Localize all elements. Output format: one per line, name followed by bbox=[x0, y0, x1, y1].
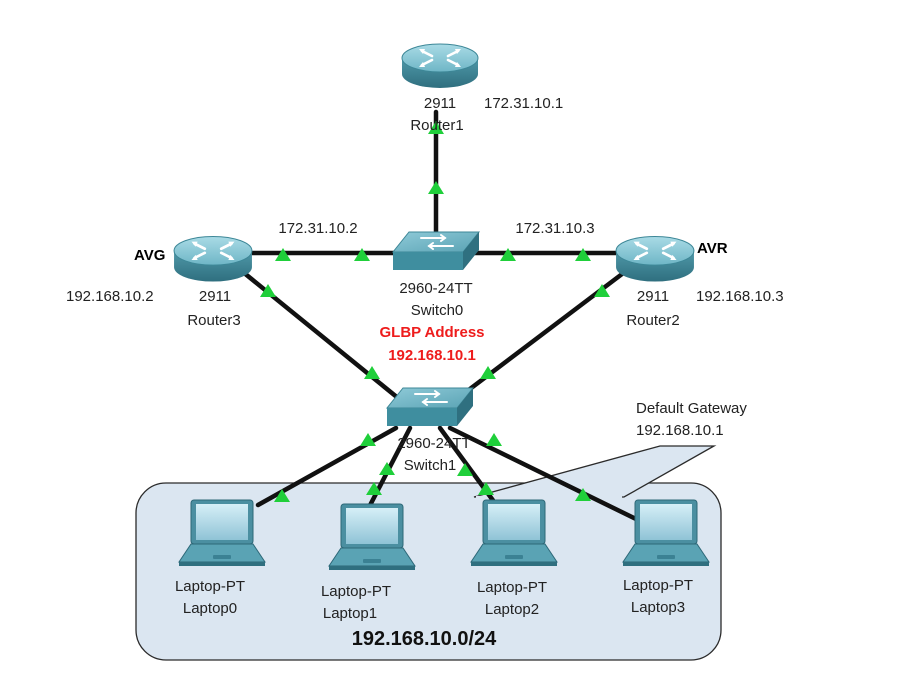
laptop1-icon[interactable] bbox=[328, 503, 416, 571]
glbp-title: GLBP Address bbox=[379, 324, 484, 341]
callout-line2: 192.168.10.1 bbox=[636, 422, 724, 439]
port-up-icon bbox=[360, 433, 376, 446]
router1-model-label: 2911 bbox=[424, 95, 456, 112]
router3-name-label: Router3 bbox=[187, 312, 240, 329]
router1-ip-label: 172.31.10.1 bbox=[484, 95, 563, 112]
link-switch1-laptop3 bbox=[447, 425, 641, 523]
router2-icon[interactable] bbox=[614, 235, 696, 283]
port-up-icon bbox=[486, 433, 502, 446]
port-up-icon bbox=[594, 284, 610, 297]
laptop2-model-label: Laptop-PT bbox=[477, 579, 547, 596]
port-up-icon bbox=[364, 366, 380, 379]
laptop1-model-label: Laptop-PT bbox=[321, 583, 391, 600]
router3-role-label: AVG bbox=[134, 247, 165, 264]
laptop3-icon[interactable] bbox=[622, 499, 710, 567]
port-up-icon bbox=[428, 121, 444, 134]
port-up-icon bbox=[457, 463, 473, 476]
laptop2-name-label: Laptop2 bbox=[485, 601, 539, 618]
switch0-name-label: Switch0 bbox=[411, 302, 464, 319]
port-up-icon bbox=[274, 489, 290, 502]
router2-link-ip-label: 172.31.10.3 bbox=[515, 220, 594, 237]
glbp-address: 192.168.10.1 bbox=[388, 347, 476, 364]
router3-model-label: 2911 bbox=[199, 288, 231, 305]
router3-icon[interactable] bbox=[172, 235, 254, 283]
router3-link-ip-label: 172.31.10.2 bbox=[278, 220, 357, 237]
laptop2-icon[interactable] bbox=[470, 499, 558, 567]
switch0-model-label: 2960-24TT bbox=[399, 280, 472, 297]
laptop0-name-label: Laptop0 bbox=[183, 600, 237, 617]
port-up-icon bbox=[500, 248, 516, 261]
router3-ip-label: 192.168.10.2 bbox=[66, 288, 154, 305]
port-up-icon bbox=[260, 284, 276, 297]
port-indicators bbox=[260, 121, 610, 502]
router1-name-label: Router1 bbox=[410, 117, 463, 134]
port-up-icon bbox=[478, 482, 494, 495]
lan-subnet-label: 192.168.10.0/24 bbox=[352, 628, 497, 650]
port-up-icon bbox=[379, 462, 395, 475]
port-up-icon bbox=[575, 248, 591, 261]
switch1-icon[interactable] bbox=[385, 386, 475, 428]
router2-model-label: 2911 bbox=[637, 288, 669, 305]
port-up-icon bbox=[428, 181, 444, 194]
port-up-icon bbox=[480, 366, 496, 379]
callout-line1: Default Gateway bbox=[636, 400, 747, 417]
switch1-model-label: 2960-24TT bbox=[397, 435, 470, 452]
laptop3-model-label: Laptop-PT bbox=[623, 577, 693, 594]
switch1-name-label: Switch1 bbox=[404, 457, 457, 474]
port-up-icon bbox=[354, 248, 370, 261]
laptop0-model-label: Laptop-PT bbox=[175, 578, 245, 595]
port-up-icon bbox=[366, 482, 382, 495]
laptop0-icon[interactable] bbox=[178, 499, 266, 567]
laptop1-name-label: Laptop1 bbox=[323, 605, 377, 622]
laptop3-name-label: Laptop3 bbox=[631, 599, 685, 616]
router2-ip-label: 192.168.10.3 bbox=[696, 288, 784, 305]
port-up-icon bbox=[275, 248, 291, 261]
router1-icon[interactable] bbox=[400, 42, 480, 90]
router2-role-label: AVR bbox=[697, 240, 728, 257]
lan-area bbox=[135, 482, 722, 661]
switch0-icon[interactable] bbox=[391, 230, 481, 272]
link-switch1-laptop2 bbox=[437, 425, 503, 513]
router2-name-label: Router2 bbox=[626, 312, 679, 329]
port-up-icon bbox=[575, 488, 591, 501]
